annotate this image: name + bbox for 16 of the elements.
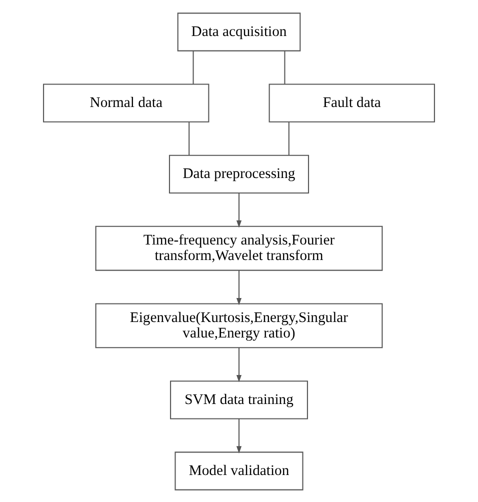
arrow: [236, 270, 242, 305]
node-box: Model validation: [174, 451, 304, 490]
connector: [192, 50, 194, 84]
node-box: Normal data: [43, 83, 210, 122]
arrow: [236, 347, 242, 382]
connector: [288, 122, 290, 155]
node-box: Fault data: [268, 83, 435, 122]
connector: [284, 50, 286, 84]
connector: [188, 122, 190, 155]
node-box: Data preprocessing: [168, 154, 310, 193]
node-box: SVM data training: [170, 380, 308, 419]
arrow: [236, 418, 242, 453]
node-box: Time-frequency analysis,Fourier transform,Wavelet transform: [95, 225, 383, 270]
node-box: Eigenvalue(Kurtosis,Energy,Singular value,Energy ratio): [95, 302, 383, 348]
arrow: [236, 192, 242, 228]
node-box: Data acquisition: [177, 12, 301, 51]
